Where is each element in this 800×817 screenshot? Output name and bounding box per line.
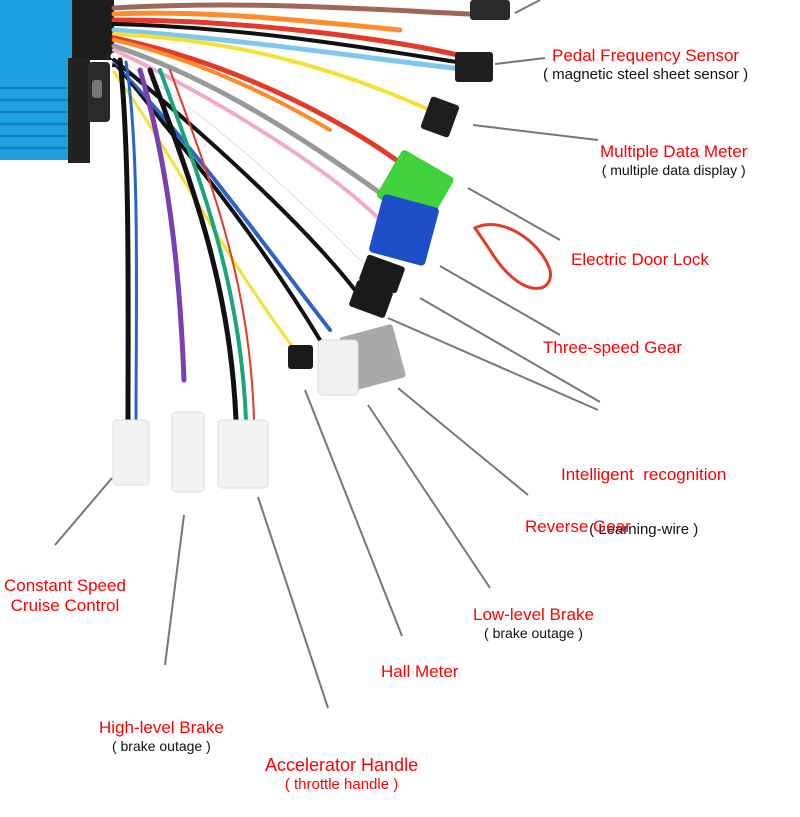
connector-pedal: [455, 52, 493, 82]
connector-cruise: [112, 419, 150, 486]
label-multiple-data-meter: Multiple Data Meter ( multiple data disp…: [600, 142, 747, 178]
label-title: Low-level Brake: [473, 605, 594, 624]
label-subtitle: ( Learning-wire ): [589, 521, 699, 539]
label-subtitle: ( brake outage ): [111, 737, 211, 754]
leader-lines: [54, 0, 601, 709]
connector-accel: [217, 419, 269, 489]
leader-doorlock: [467, 187, 561, 241]
leader-intelligent-2: [387, 317, 599, 411]
leader-reverse: [397, 387, 529, 496]
connector-threespeed: [369, 194, 439, 266]
label-title: Accelerator Handle: [265, 755, 419, 775]
label-title: Three-speed Gear: [543, 338, 682, 357]
leader-hall: [304, 389, 403, 637]
connector-meter: [420, 96, 460, 138]
connector-top: [470, 0, 510, 20]
label-title: Intelligent recognition: [561, 464, 727, 484]
label-subtitle: ( brake outage ): [484, 624, 583, 641]
label-intelligent-recognition: Intelligent recognition ( Learning-wire …: [561, 428, 726, 557]
label-low-level-brake: Low-level Brake ( brake outage ): [473, 605, 594, 641]
leader-top: [514, 0, 541, 14]
label-title: Hall Meter: [381, 662, 459, 681]
leader-intelligent-1: [419, 297, 601, 403]
label-hall-meter: Hall Meter: [381, 662, 458, 682]
label-constant-speed-cruise-control: Constant Speed Cruise Control: [4, 576, 126, 615]
leader-lowbrake: [367, 404, 491, 589]
label-title: Electric Door Lock: [571, 250, 709, 269]
label-title: Multiple Data Meter: [600, 142, 748, 161]
connector-lowbrake: [317, 339, 359, 396]
label-reverse-gear: Reverse Gear: [525, 517, 631, 537]
label-title: High-level Brake: [99, 718, 224, 737]
leader-accel: [257, 496, 329, 709]
label-subtitle: ( magnetic steel sheet sensor ): [543, 65, 749, 83]
wire-bundle: [110, 2, 473, 423]
leader-highbrake: [164, 514, 185, 666]
label-subtitle: ( multiple data display ): [601, 161, 746, 178]
leader-cruise: [54, 477, 113, 546]
label-title: Pedal Frequency Sensor: [551, 46, 740, 65]
label-electric-door-lock: Electric Door Lock: [571, 250, 709, 270]
label-three-speed-gear: Three-speed Gear: [543, 338, 682, 358]
connector-hall: [288, 345, 313, 369]
label-title-line2: Cruise Control: [10, 595, 120, 615]
leader-pedal: [494, 57, 546, 65]
leader-meter: [472, 124, 599, 141]
label-high-level-brake: High-level Brake ( brake outage ): [99, 718, 224, 754]
connector-intelligent: [349, 254, 405, 318]
label-title: Reverse Gear: [525, 517, 631, 536]
label-accelerator-handle: Accelerator Handle ( throttle handle ): [265, 755, 418, 793]
label-title: Constant Speed: [4, 576, 126, 595]
connector-highbrake: [171, 411, 205, 493]
controller-box: [0, 0, 114, 163]
label-pedal-frequency-sensor: Pedal Frequency Sensor ( magnetic steel …: [543, 46, 748, 83]
label-subtitle: ( throttle handle ): [284, 775, 399, 793]
leader-threespeed: [439, 265, 561, 336]
